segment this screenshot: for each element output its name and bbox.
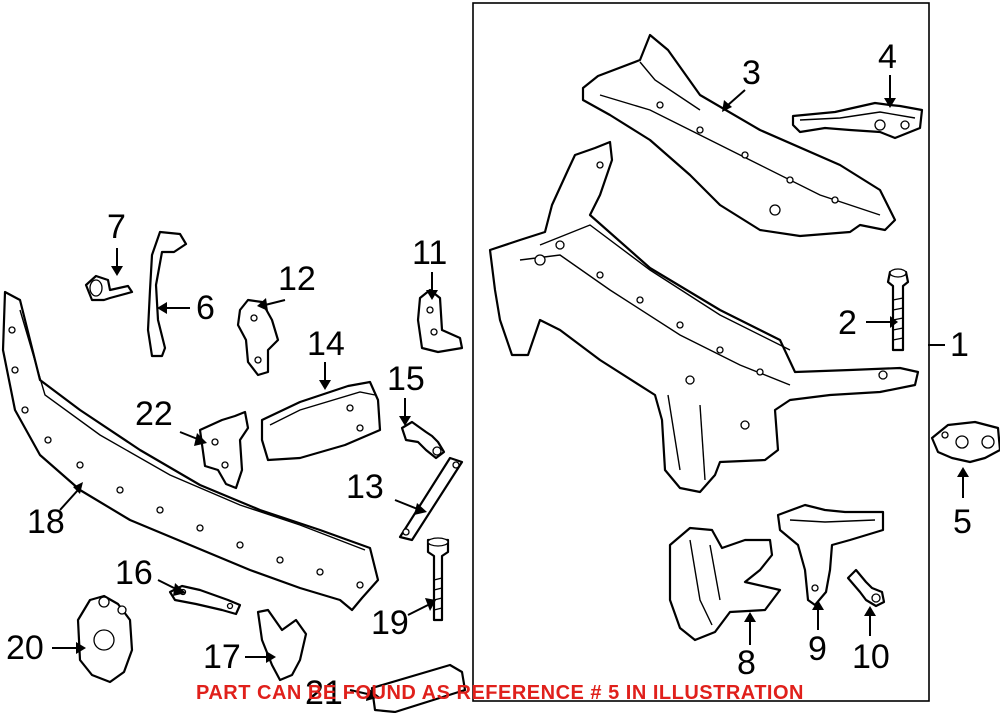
callout-16: 16 (115, 554, 153, 592)
part-22-bracket (198, 410, 250, 490)
leader-lines (52, 75, 969, 701)
callout-15: 15 (387, 360, 425, 398)
part-19-bolt (426, 537, 450, 622)
part-2-bolt (886, 268, 910, 352)
callout-6: 6 (196, 289, 215, 327)
part-3-upper-tie-bar (581, 33, 897, 238)
part-6-cable-bracket (146, 230, 188, 358)
callout-9: 9 (808, 630, 827, 668)
callout-11: 11 (412, 234, 448, 272)
part-9-bracket (776, 503, 885, 607)
callout-8: 8 (737, 644, 756, 682)
callout-3: 3 (742, 54, 761, 92)
part-4-bracket (791, 101, 924, 140)
callout-17: 17 (203, 638, 241, 676)
callout-19: 19 (371, 604, 409, 642)
part-10-bolt (846, 568, 886, 608)
assembly-group-box (472, 2, 930, 702)
callout-1: 1 (950, 326, 969, 364)
part-8-air-guide (668, 526, 782, 642)
callout-4: 4 (878, 38, 897, 76)
callout-7: 7 (107, 208, 126, 246)
part-20-sensor-housing (76, 594, 134, 684)
callout-5: 5 (953, 503, 972, 541)
part-11-bracket (416, 288, 464, 354)
part-12-bracket (236, 298, 280, 377)
part-14-module (260, 380, 382, 462)
callout-18: 18 (27, 503, 65, 541)
callout-21: 21 (305, 674, 343, 712)
callout-22: 22 (135, 395, 173, 433)
callout-12: 12 (278, 260, 316, 298)
part-18-bumper-beam (1, 290, 380, 612)
part-1-radiator-support (488, 140, 920, 494)
part-5-bracket (930, 420, 1000, 464)
callout-10: 10 (852, 638, 890, 676)
part-17-bracket (256, 608, 308, 682)
callout-2: 2 (838, 304, 857, 342)
part-7-bolt (84, 274, 134, 302)
callout-14: 14 (307, 325, 345, 363)
reference-note-banner: PART CAN BE FOUND AS REFERENCE # 5 IN IL… (196, 682, 804, 704)
callout-13: 13 (346, 468, 384, 506)
part-13-strap (398, 456, 464, 542)
part-15-bolt (400, 420, 446, 460)
callout-20: 20 (6, 629, 44, 667)
part-21-bar (370, 663, 467, 713)
